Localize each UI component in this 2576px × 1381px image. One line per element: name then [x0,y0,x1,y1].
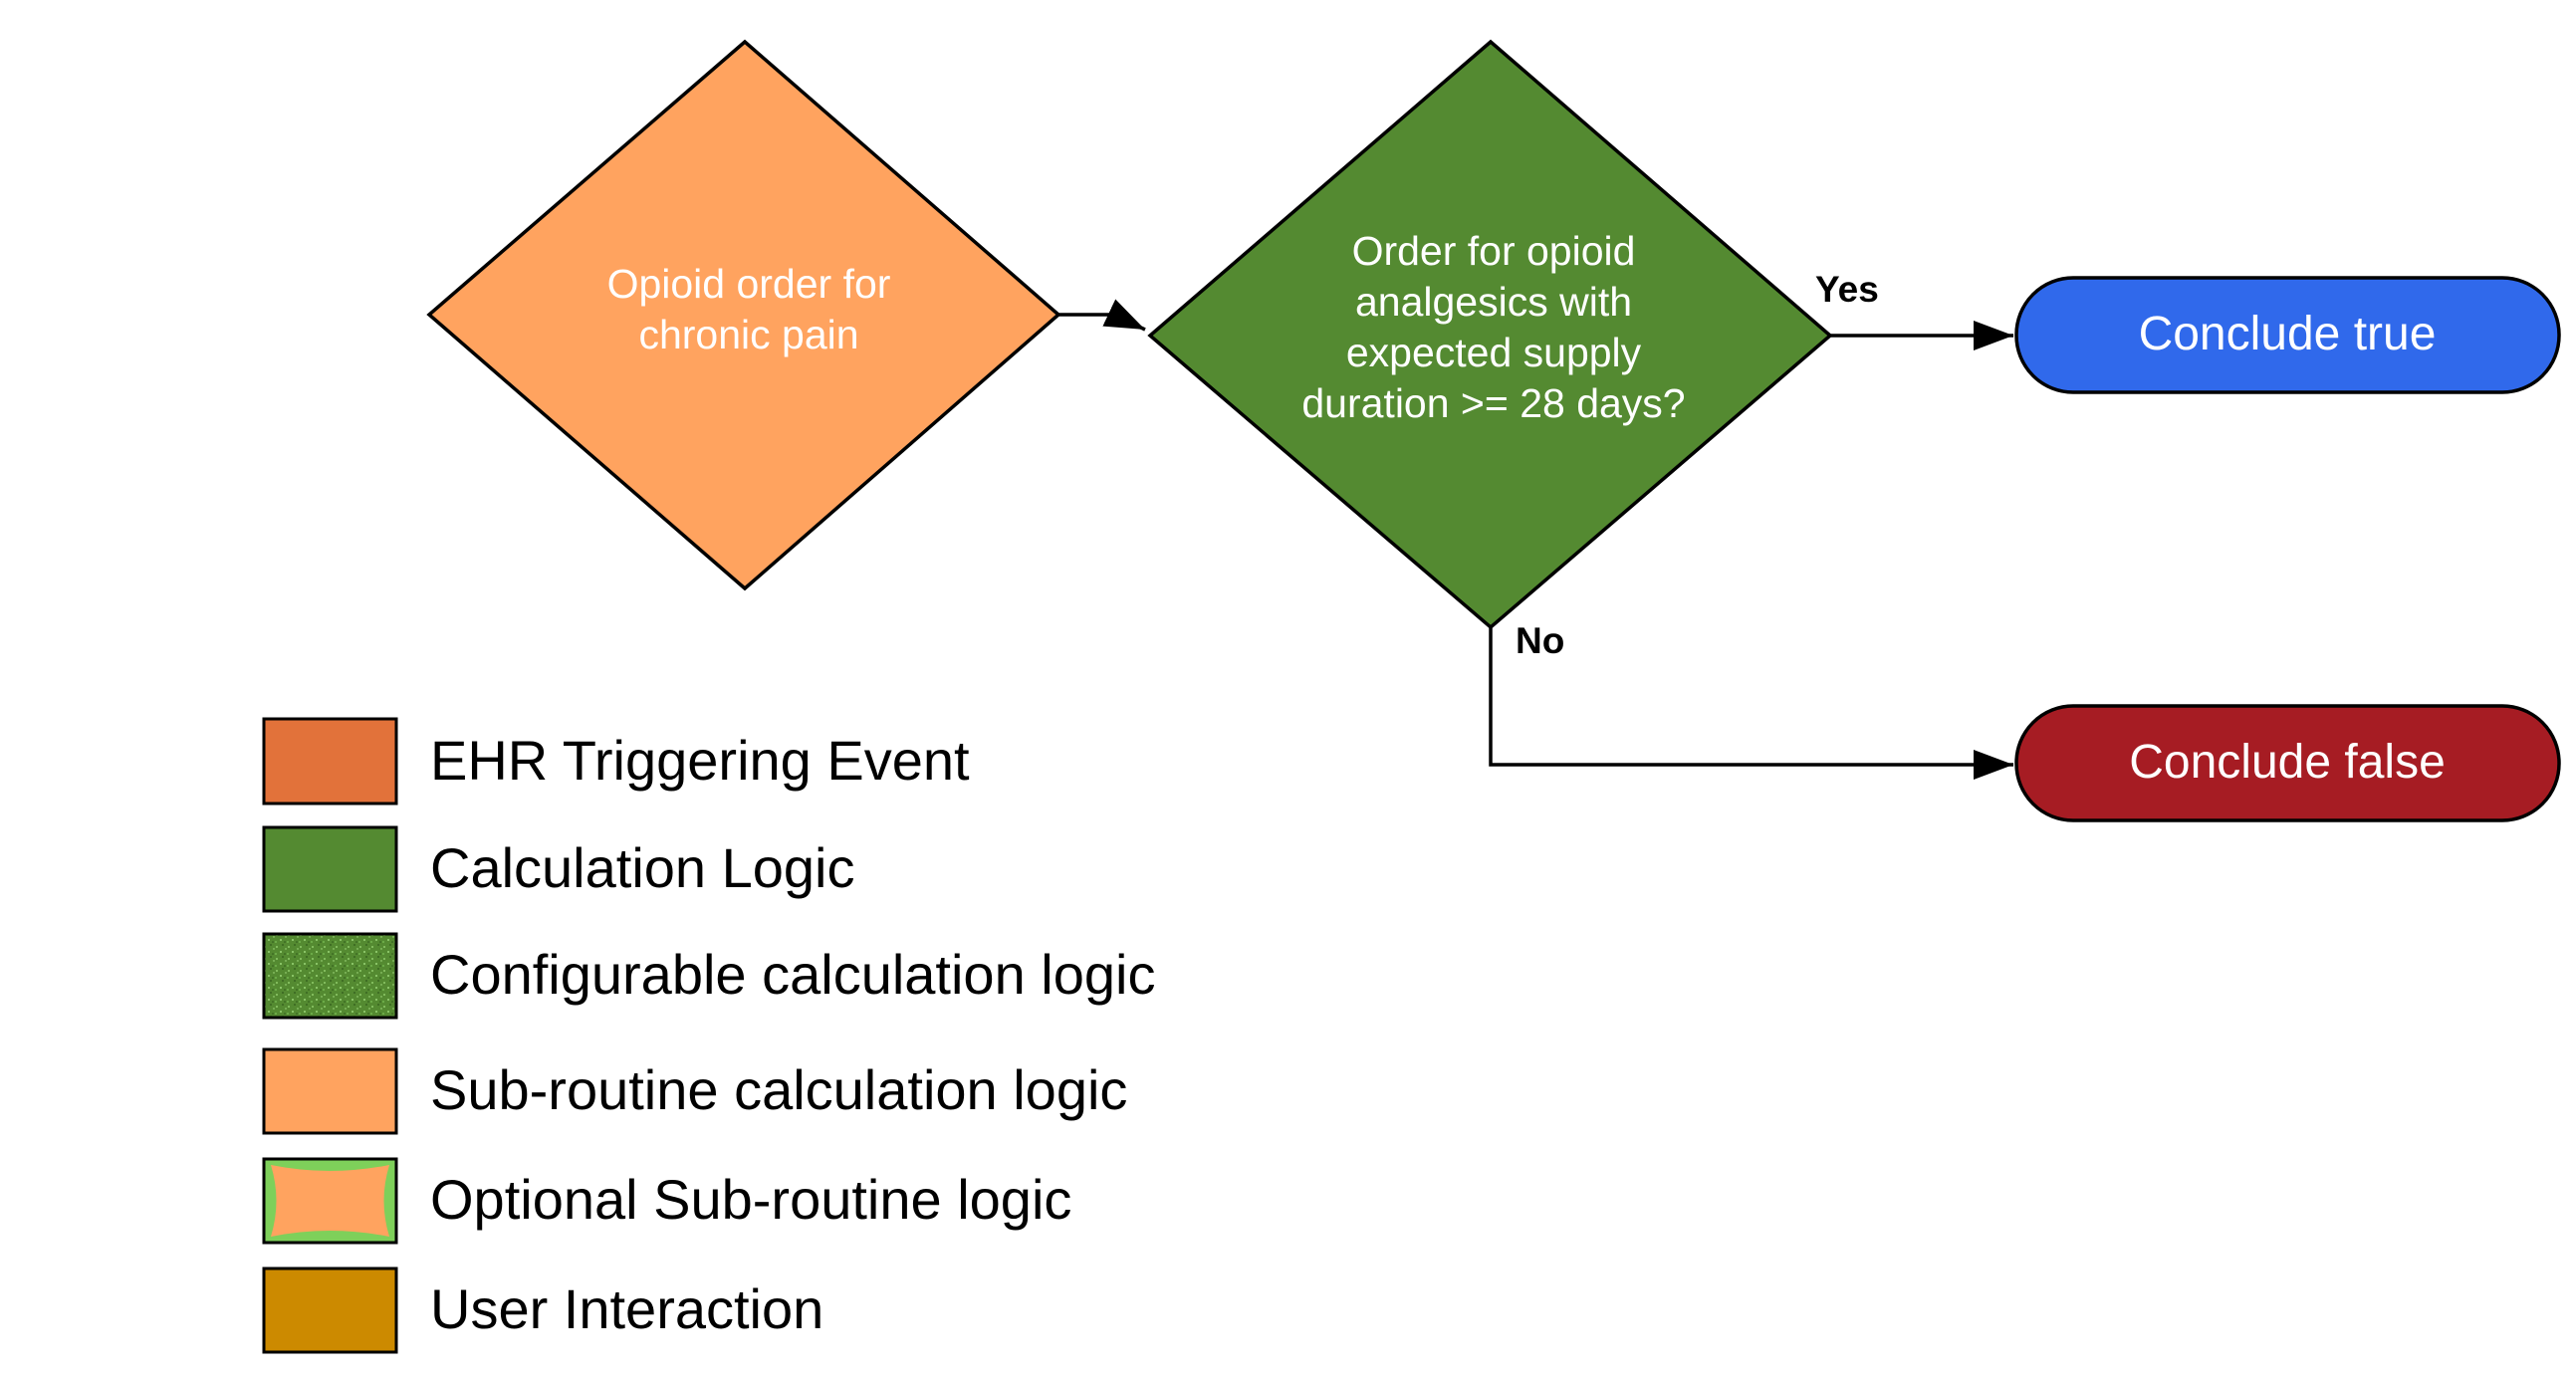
decision-node: Order for opioid analgesics with expecte… [1147,39,1833,630]
legend-label-optional-sub-routine-logic: Optional Sub-routine logic [430,1168,1071,1231]
edge-no-label: No [1516,620,1564,661]
legend-label-user-interaction: User Interaction [430,1277,823,1340]
legend-label-ehr-triggering-event: EHR Triggering Event [430,729,970,792]
trigger-label-line-2: chronic pain [638,312,858,357]
edge-trigger-to-decision [1058,299,1146,332]
decision-label-line-2: analgesics with [1355,279,1632,325]
edge-no [1489,627,2013,780]
legend-label-calculation-logic: Calculation Logic [430,836,854,899]
conclude-false-node: Conclude false [2014,704,2561,822]
decision-label-line-3: expected supply [1346,330,1642,375]
conclude-true-pill [2014,276,2561,394]
legend-swatch-ehr-triggering-event [262,717,398,806]
legend-swatch-user-interaction [262,1266,398,1354]
edges: Yes No [1058,269,2013,780]
legend-swatch-configurable-calculation-logic [262,932,398,1020]
trigger-node: Opioid order for chronic pain [426,39,1061,591]
legend-swatch-sub-routine-calculation-logic [262,1047,398,1135]
conclude-true-label: Conclude true [2139,308,2437,360]
decision-label-line-4: duration >= 28 days? [1301,380,1685,426]
conclude-true-node: Conclude true [2014,276,2561,394]
edge-yes-label: Yes [1815,269,1879,310]
legend: EHR Triggering Event Calculation Logic C… [262,717,1155,1354]
decision-diamond [1147,39,1833,630]
trigger-label-line-1: Opioid order for [607,261,891,307]
decision-label-line-1: Order for opioid [1352,228,1636,274]
legend-label-sub-routine-calculation-logic: Sub-routine calculation logic [430,1058,1127,1121]
conclude-false-label: Conclude false [2129,736,2446,789]
trigger-diamond [426,39,1061,591]
legend-swatch-calculation-logic [262,825,398,913]
legend-swatch-optional-sub-routine-logic [262,1157,398,1245]
legend-label-configurable-calculation-logic: Configurable calculation logic [430,943,1155,1006]
conclude-false-pill [2014,704,2561,822]
